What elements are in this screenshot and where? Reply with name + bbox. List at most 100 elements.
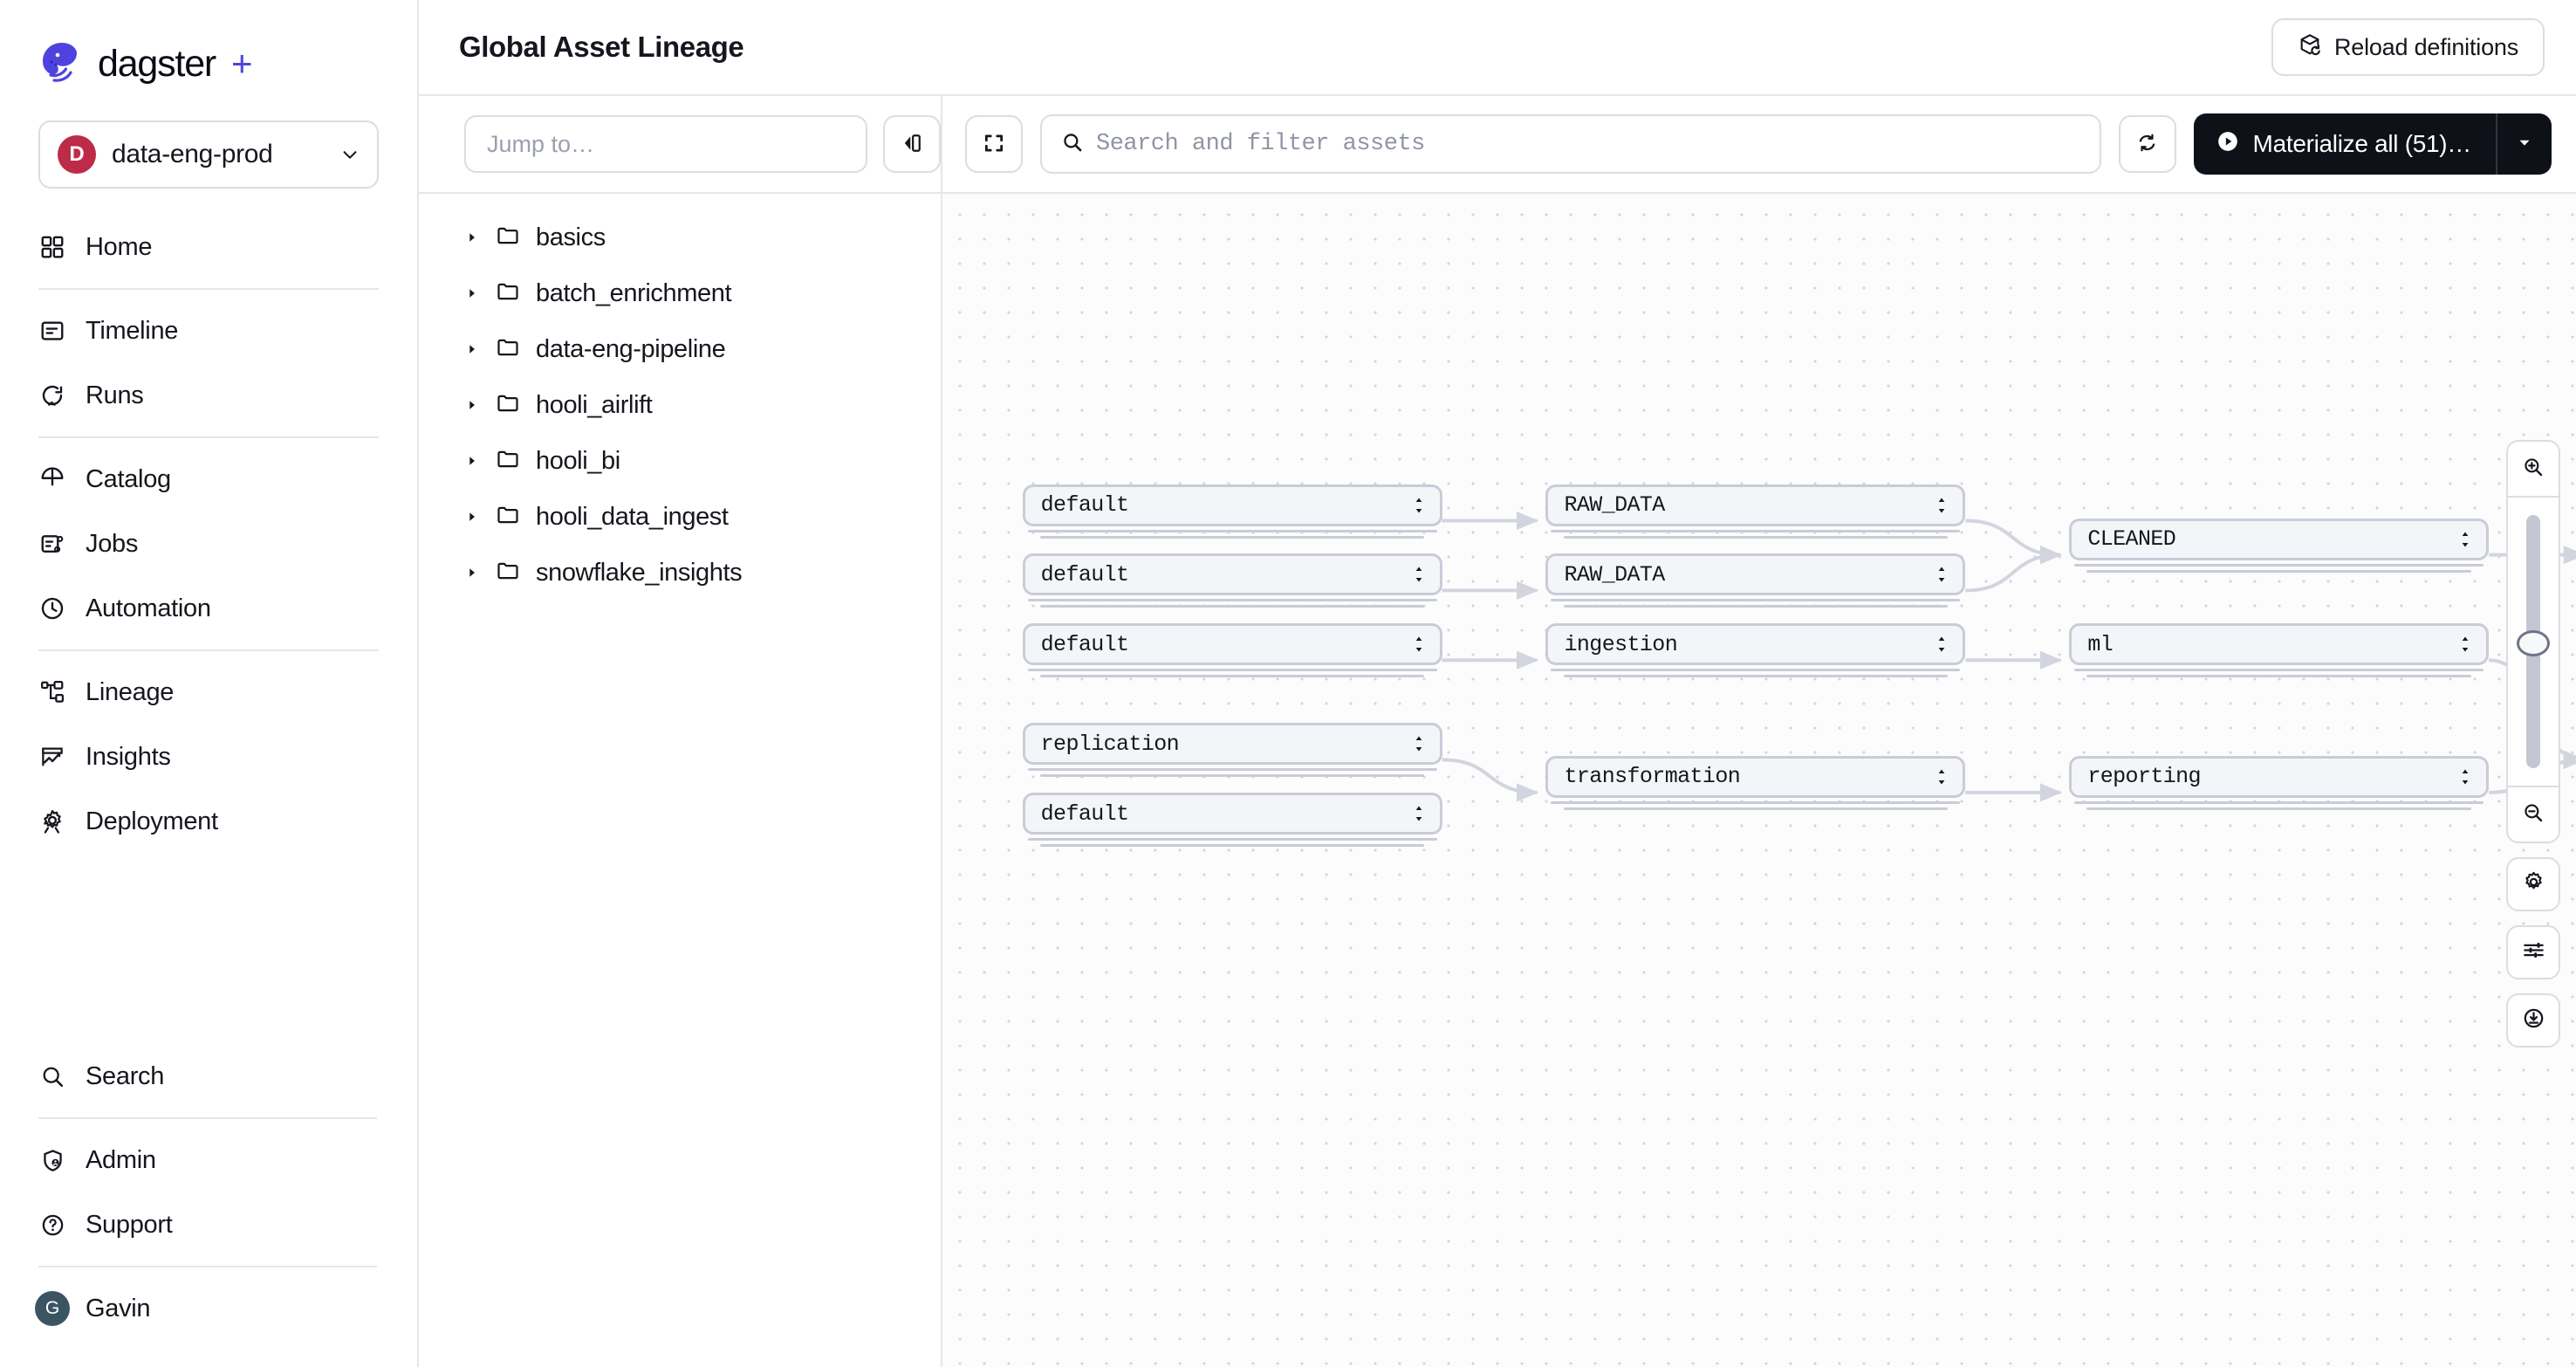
- stepper-updown-icon[interactable]: [1412, 635, 1426, 653]
- toolbar-left: [419, 95, 942, 193]
- zoom-out-icon: [2522, 801, 2545, 828]
- asset-group-node[interactable]: default: [1022, 623, 1442, 666]
- lineage-icon: [38, 678, 66, 706]
- nav-group-definitions: Catalog Jobs Automation: [0, 447, 417, 641]
- clock-icon: [38, 594, 66, 622]
- refresh-button[interactable]: [2118, 115, 2176, 173]
- graph-settings-button[interactable]: [2506, 857, 2560, 911]
- asset-group-node[interactable]: RAW_DATA: [1545, 484, 1966, 526]
- stepper-updown-icon[interactable]: [1935, 635, 1949, 653]
- asset-group-node[interactable]: replication: [1022, 723, 1442, 766]
- collapse-panel-button[interactable]: [883, 115, 941, 173]
- stepper-updown-icon[interactable]: [1935, 768, 1949, 786]
- sidebar-item-insights[interactable]: Insights: [38, 725, 379, 789]
- asset-group-node-label: reporting: [2087, 764, 2201, 790]
- graph-download-button[interactable]: [2506, 993, 2560, 1048]
- asset-group-node-stack: [2074, 669, 2484, 678]
- timeline-icon: [38, 317, 66, 345]
- asset-group-node[interactable]: default: [1022, 793, 1442, 835]
- nav-divider: [38, 1117, 377, 1119]
- caret-right-icon[interactable]: [464, 398, 480, 412]
- deployment-selector[interactable]: D data-eng-prod: [38, 120, 379, 189]
- sidebar-item-support[interactable]: Support: [38, 1192, 377, 1257]
- runs-icon: [38, 381, 66, 409]
- asset-group-node-stack: [1027, 838, 1437, 848]
- sidebar-item-lineage[interactable]: Lineage: [38, 660, 379, 725]
- asset-group-node[interactable]: default: [1022, 484, 1442, 526]
- tree-item[interactable]: hooli_bi: [419, 433, 941, 489]
- caret-right-icon[interactable]: [464, 510, 480, 524]
- stepper-updown-icon[interactable]: [1935, 497, 1949, 514]
- asset-group-node[interactable]: CLEANED: [2069, 518, 2490, 560]
- grid-icon: [38, 233, 66, 261]
- chevron-down-icon: [340, 145, 360, 164]
- main-area: Global Asset Lineage Reload definitions: [419, 0, 2576, 1367]
- caret-right-icon[interactable]: [464, 230, 480, 244]
- caret-right-icon[interactable]: [464, 454, 480, 468]
- sidebar-item-home[interactable]: Home: [38, 215, 379, 279]
- tree-item[interactable]: data-eng-pipeline: [419, 321, 941, 377]
- zoom-slider-thumb[interactable]: [2517, 630, 2550, 656]
- caret-right-icon[interactable]: [464, 566, 480, 580]
- stepper-updown-icon[interactable]: [1935, 566, 1949, 583]
- asset-group-node-label: ml: [2087, 631, 2114, 657]
- jump-to-input[interactable]: [464, 115, 867, 173]
- brand-name: dagster: [98, 42, 216, 85]
- sidebar-item-automation[interactable]: Automation: [38, 576, 379, 641]
- sidebar-item-deployment[interactable]: Deployment: [38, 789, 379, 854]
- asset-group-node[interactable]: ingestion: [1545, 623, 1966, 666]
- dagster-whale-logo: [38, 40, 86, 87]
- stepper-updown-icon[interactable]: [1412, 566, 1426, 583]
- materialize-all-button[interactable]: Materialize all (51)…: [2193, 113, 2552, 175]
- stepper-updown-icon[interactable]: [1412, 735, 1426, 752]
- zoom-in-button[interactable]: [2508, 442, 2559, 496]
- asset-group-node-label: ingestion: [1564, 631, 1678, 657]
- tree-item[interactable]: basics: [419, 210, 941, 265]
- zoom-slider[interactable]: [2508, 498, 2559, 786]
- sidebar-item-user[interactable]: G Gavin: [35, 1276, 377, 1341]
- sidebar-item-catalog[interactable]: Catalog: [38, 447, 379, 512]
- brand-plus: +: [231, 43, 253, 84]
- materialize-main[interactable]: Materialize all (51)…: [2194, 113, 2496, 175]
- graph-filters-button[interactable]: [2506, 925, 2560, 979]
- content-split: basics batch_enrichment data-eng-pipelin…: [419, 194, 2576, 1367]
- reload-definitions-button[interactable]: Reload definitions: [2271, 18, 2545, 76]
- stepper-updown-icon[interactable]: [2458, 635, 2472, 653]
- tree-item[interactable]: snowflake_insights: [419, 545, 941, 601]
- materialize-dropdown-button[interactable]: [2497, 113, 2552, 175]
- asset-search-field[interactable]: [1040, 114, 2101, 174]
- stepper-updown-icon[interactable]: [1412, 497, 1426, 514]
- tree-item[interactable]: hooli_data_ingest: [419, 489, 941, 545]
- sidebar-item-label: Support: [86, 1210, 173, 1239]
- fullscreen-button[interactable]: [965, 115, 1023, 173]
- sidebar: dagster + D data-eng-prod Home: [0, 0, 419, 1367]
- tree-item[interactable]: batch_enrichment: [419, 265, 941, 321]
- asset-group-node-label: RAW_DATA: [1564, 561, 1665, 587]
- stepper-updown-icon[interactable]: [1412, 805, 1426, 822]
- sidebar-item-timeline[interactable]: Timeline: [38, 299, 379, 363]
- sidebar-item-search[interactable]: Search: [38, 1044, 377, 1109]
- search-input[interactable]: [1096, 131, 2080, 157]
- sidebar-item-jobs[interactable]: Jobs: [38, 512, 379, 576]
- asset-group-node[interactable]: reporting: [2069, 755, 2490, 798]
- asset-group-node-stack: [1027, 529, 1437, 539]
- play-icon: [2216, 130, 2239, 159]
- sidebar-item-runs[interactable]: Runs: [38, 363, 379, 428]
- asset-group-node[interactable]: ml: [2069, 623, 2490, 666]
- brand[interactable]: dagster +: [0, 0, 417, 91]
- zoom-out-button[interactable]: [2508, 787, 2559, 841]
- tree-item[interactable]: hooli_airlift: [419, 377, 941, 433]
- question-circle-icon: [38, 1211, 66, 1239]
- sidebar-item-admin[interactable]: Admin: [38, 1128, 377, 1192]
- asset-group-node[interactable]: default: [1022, 553, 1442, 596]
- stepper-updown-icon[interactable]: [2458, 531, 2472, 548]
- caret-right-icon[interactable]: [464, 286, 480, 300]
- reload-definitions-label: Reload definitions: [2333, 33, 2518, 60]
- toolbar-right: Materialize all (51)…: [942, 113, 2576, 175]
- asset-group-node[interactable]: RAW_DATA: [1545, 553, 1966, 596]
- divider: [2508, 786, 2559, 787]
- caret-right-icon[interactable]: [464, 342, 480, 356]
- asset-group-node[interactable]: transformation: [1545, 755, 1966, 798]
- stepper-updown-icon[interactable]: [2458, 768, 2472, 786]
